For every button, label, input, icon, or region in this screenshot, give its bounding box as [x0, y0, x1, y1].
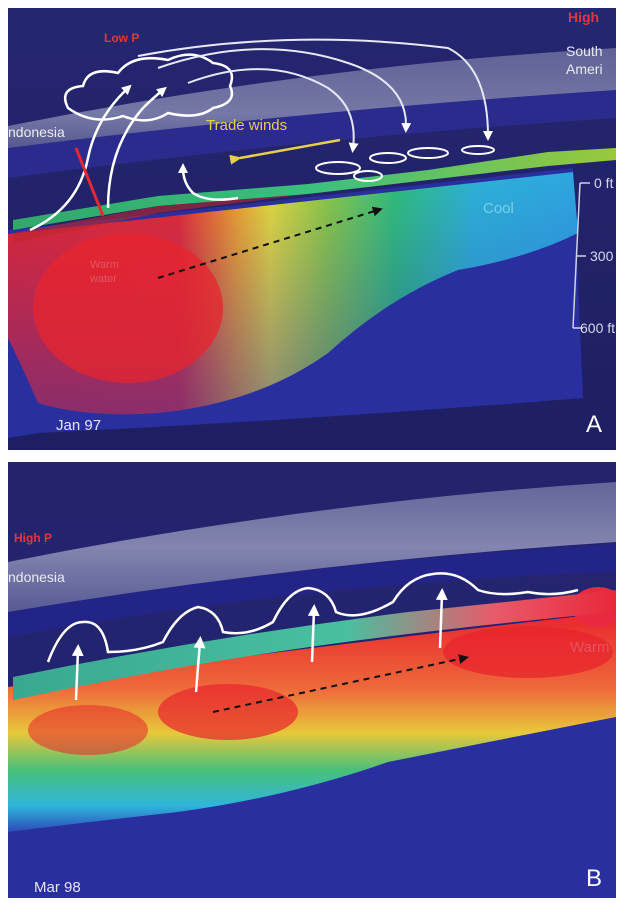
- panel-a-ocean-surface: [8, 90, 616, 178]
- current-dashed-arrow-icon: [157, 206, 383, 279]
- high-pressure-label: High: [568, 9, 600, 25]
- circulation-arrow-icon: [157, 48, 412, 133]
- trade-winds-label: Trade winds: [206, 117, 288, 134]
- low-pressure-label: Low P: [104, 31, 140, 45]
- depth-label-300: 300: [590, 248, 614, 264]
- warm-water-label-2: water: [90, 273, 117, 285]
- cool-water-label: Cool: [483, 200, 514, 217]
- depth-scale: [572, 182, 590, 329]
- convection-arrow-icon: [71, 644, 84, 701]
- surface-cloud-icons: [315, 145, 495, 182]
- current-dashed-arrow-icon: [212, 654, 469, 713]
- convection-arrow-icon: [193, 636, 206, 693]
- convection-arrow-icon: [106, 86, 167, 209]
- warm-indicator-line: [74, 147, 105, 217]
- high-pressure-label: High P: [14, 531, 52, 545]
- depth-label-600: 600 ft: [580, 320, 616, 336]
- region-east-label-2: Ameri: [566, 61, 603, 77]
- cloud-outline-icon: [46, 572, 579, 663]
- panel-a-illustration: [8, 8, 616, 450]
- region-east-label-1: South: [566, 43, 603, 59]
- warm-water-label-1: Warm: [90, 259, 119, 271]
- panel-a-sea-surface: [13, 148, 616, 230]
- region-west-label: ndonesia: [8, 124, 65, 140]
- panel-b-ocean-surface: [8, 544, 616, 637]
- circulation-arrow-icon: [137, 38, 493, 141]
- depth-label-0: 0 ft: [594, 175, 614, 191]
- panel-b-sea-surface: [13, 590, 616, 700]
- convection-arrow-icon: [307, 604, 320, 663]
- convection-arrow-icon: [29, 84, 132, 232]
- circulation-arrow-icon: [187, 68, 359, 153]
- panel-a-letter: A: [586, 411, 603, 438]
- panel-b-date: Mar 98: [34, 879, 81, 896]
- panel-b-letter: B: [586, 865, 603, 892]
- warm-water-label: Warm: [570, 639, 610, 656]
- convection-arrow-icon: [178, 163, 239, 201]
- panel-a-date: Jan 97: [56, 417, 102, 434]
- panel-b-landmass: [8, 482, 616, 612]
- panel-b-illustration: [8, 462, 616, 898]
- panel-a-jan-97: Low P High ndonesia South Ameri Trade wi…: [8, 8, 616, 450]
- panel-a-warm-pool: [33, 233, 223, 383]
- region-west-label: ndonesia: [8, 569, 65, 585]
- panel-b-mar-98: High P ndonesia Warm Mar 98 B: [8, 462, 616, 898]
- trade-wind-arrow-icon: [229, 138, 341, 165]
- convection-arrow-icon: [435, 588, 448, 649]
- cloud-outline-icon: [63, 53, 234, 122]
